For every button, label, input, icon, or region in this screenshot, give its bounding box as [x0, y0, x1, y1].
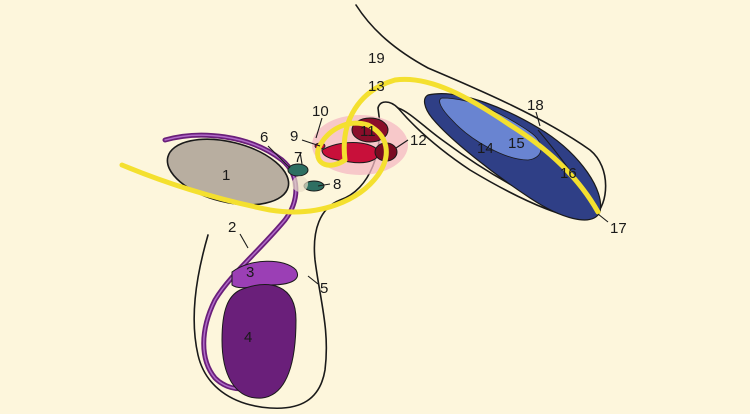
red-shape [321, 142, 380, 164]
label-8: 8 [333, 176, 341, 193]
label-12: 12 [410, 132, 427, 149]
label-16: 16 [560, 165, 577, 182]
pointer-9 [301, 139, 321, 147]
blue-inner [439, 97, 542, 161]
label-19: 19 [368, 50, 385, 67]
label-10: 10 [312, 103, 329, 120]
label-14: 14 [477, 140, 494, 157]
yellow-path [119, 76, 601, 215]
label-17: 17 [610, 220, 627, 237]
label-15: 15 [508, 135, 525, 152]
label-2: 2 [228, 219, 236, 236]
purple-dark-shape [221, 284, 297, 399]
label-1: 1 [222, 167, 230, 184]
pointer-5 [307, 275, 319, 285]
halo-small [292, 176, 308, 192]
purple-mid-shape [231, 260, 298, 289]
teal-shape-a [287, 163, 309, 177]
label-4: 4 [244, 329, 252, 346]
purple-tract-highlight [164, 134, 297, 390]
body-outline-top [193, 4, 607, 410]
pointer-18 [535, 111, 541, 127]
label-18: 18 [527, 97, 544, 114]
pointer-17 [597, 213, 609, 223]
label-3: 3 [246, 264, 254, 281]
pointer-8 [317, 183, 331, 187]
pointer-2 [239, 233, 249, 249]
label-6: 6 [260, 129, 268, 146]
label-5: 5 [320, 280, 328, 297]
pointer-7 [299, 151, 303, 165]
pointer-6 [267, 145, 291, 169]
label-13: 13 [368, 78, 385, 95]
pointer-10 [315, 117, 323, 139]
pointer-12 [395, 139, 409, 149]
label-9: 9 [290, 128, 298, 145]
label-11: 11 [360, 123, 376, 140]
label-7: 7 [294, 149, 302, 166]
